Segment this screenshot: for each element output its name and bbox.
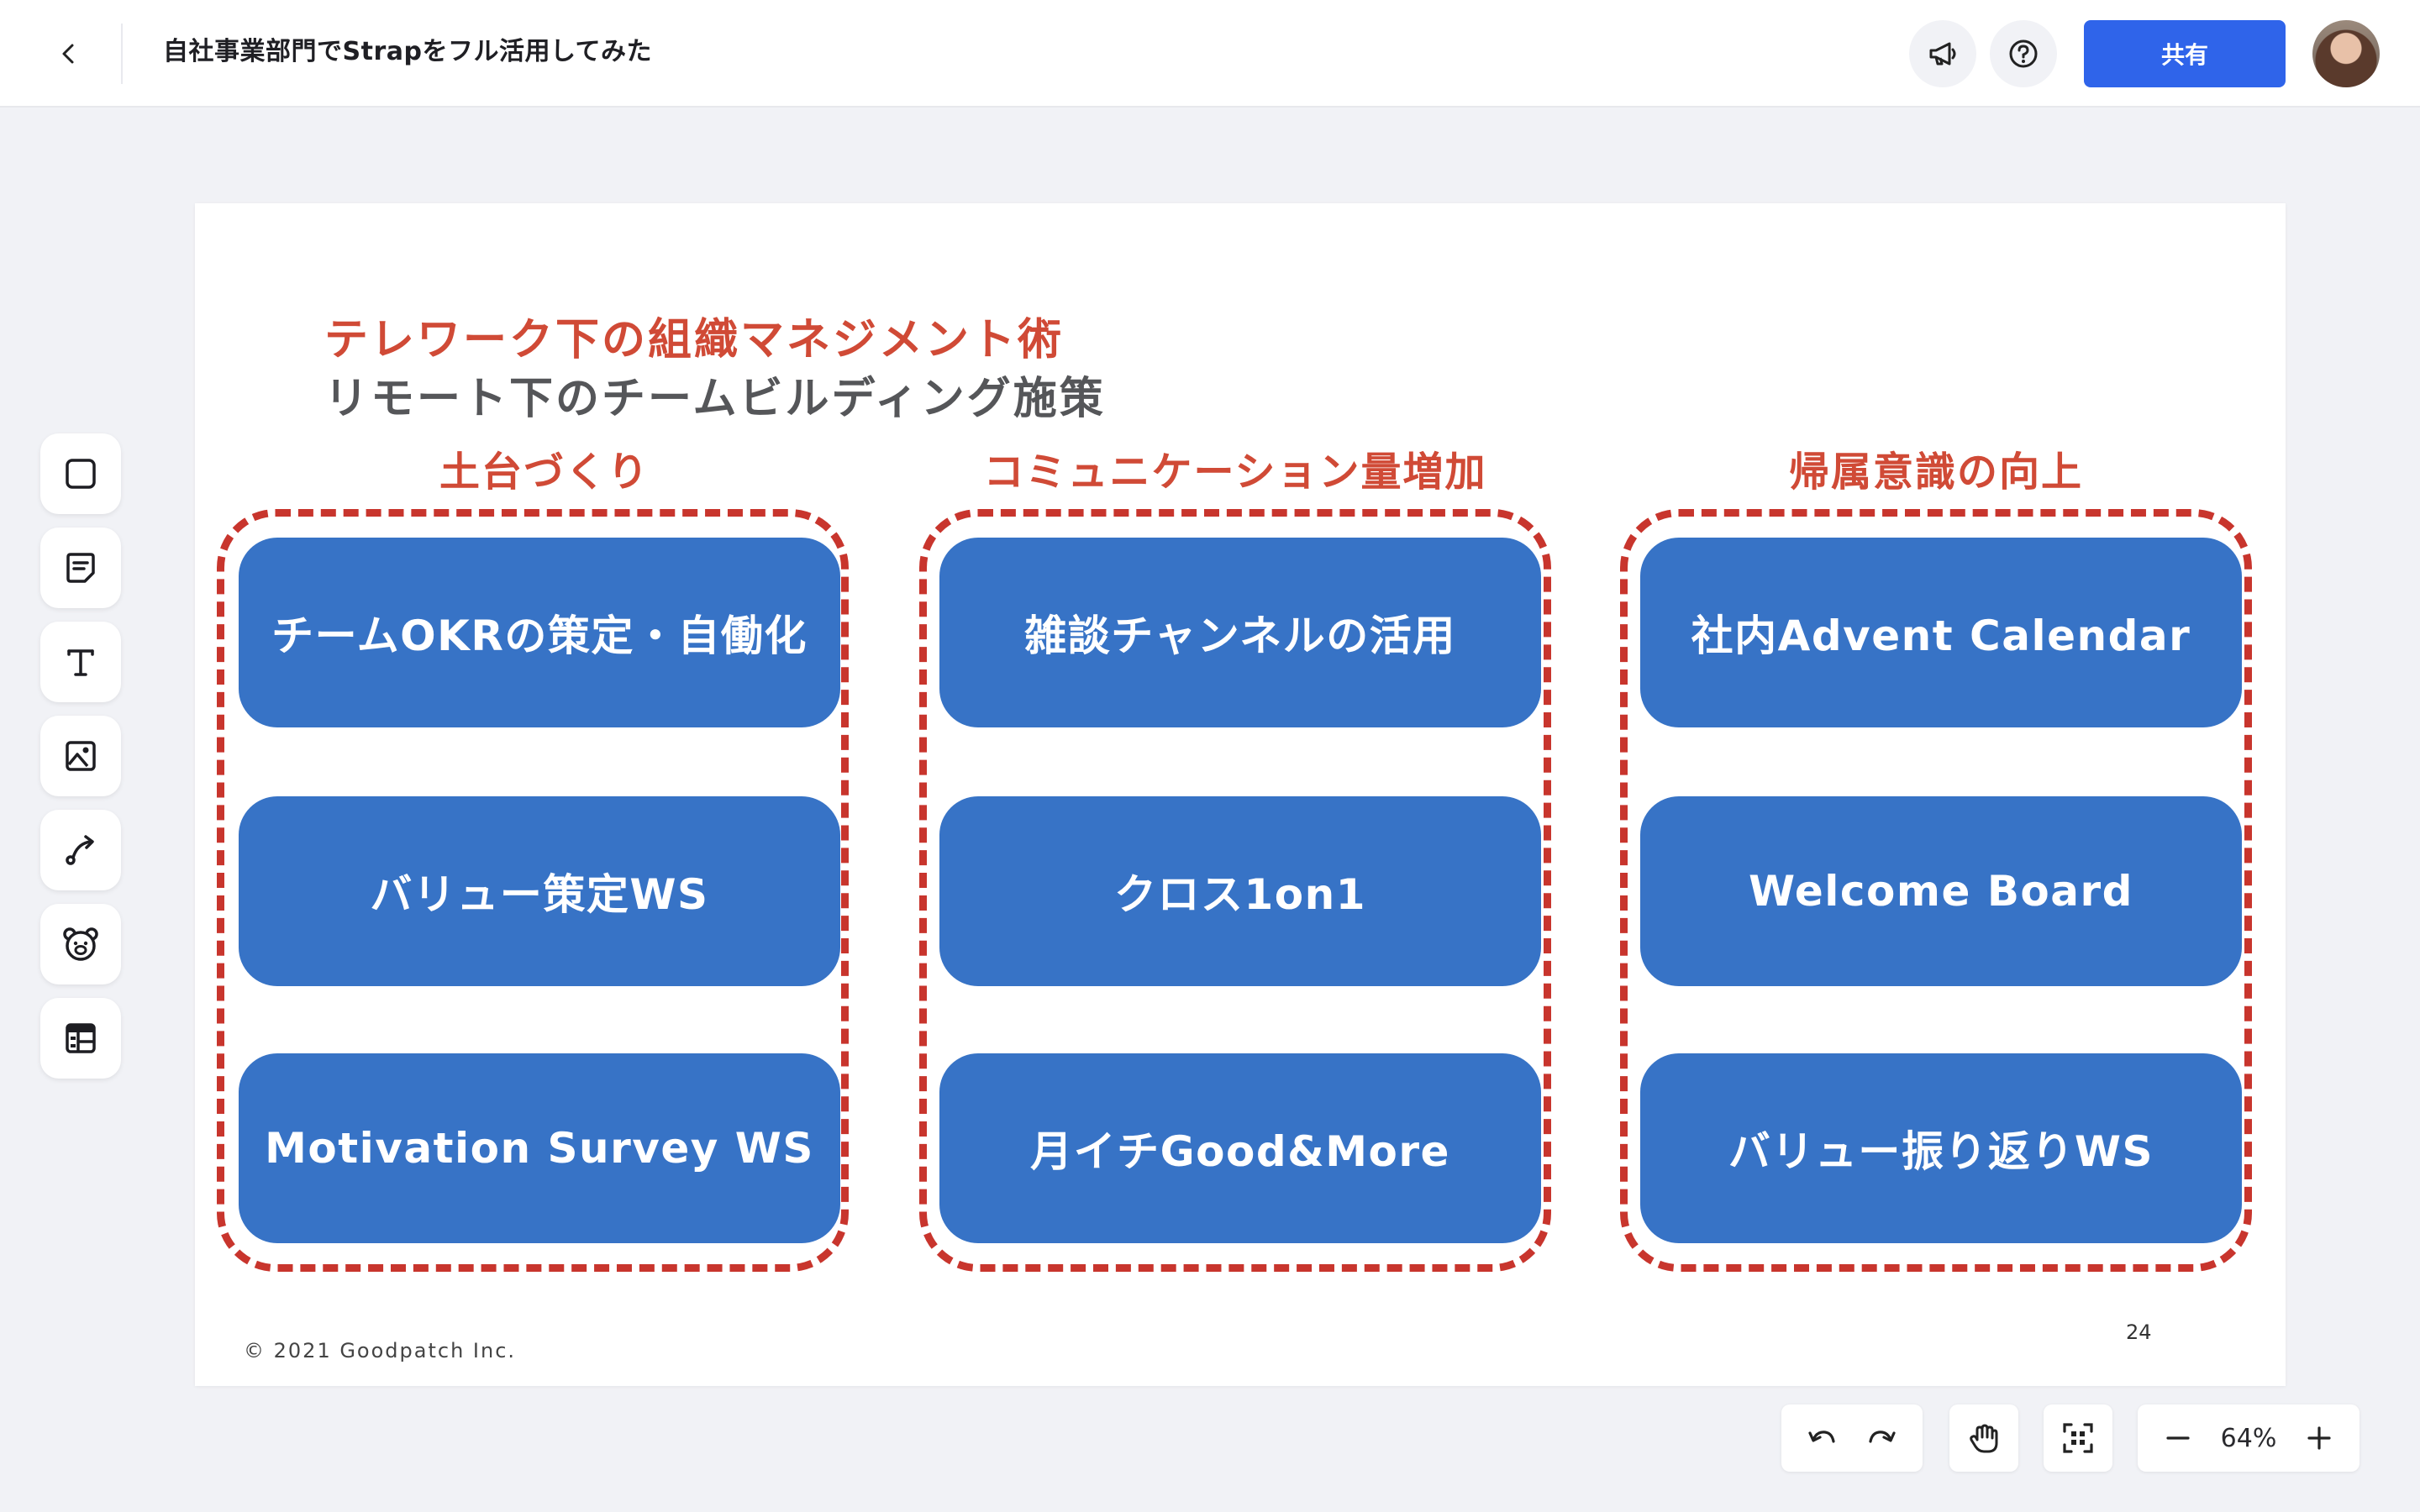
bear-icon	[63, 927, 98, 961]
redo-icon	[1869, 1431, 1896, 1443]
initiative-card[interactable]: Motivation Survey WS	[239, 1053, 840, 1243]
undo-button[interactable]	[1791, 1404, 1852, 1472]
document-title[interactable]: 自社事業部門でStrapをフル活用してみた	[163, 37, 653, 66]
hand-icon	[1970, 1424, 1998, 1453]
avatar[interactable]	[2312, 20, 2380, 87]
sticky-note-tool[interactable]	[40, 528, 121, 608]
pan-control	[1949, 1404, 2018, 1472]
dashed-group-frame	[1620, 509, 2252, 1272]
back-button[interactable]	[44, 29, 94, 79]
question-icon	[2009, 39, 2038, 68]
text-tool[interactable]	[40, 622, 121, 702]
fit-control	[2044, 1404, 2112, 1472]
template-tool[interactable]	[40, 998, 121, 1079]
zoom-level[interactable]: 64%	[2220, 1423, 2277, 1453]
connector-tool[interactable]	[40, 810, 121, 890]
slide-canvas[interactable]: テレワーク下の組織マネジメント術 リモート下のチームビルディング施策 土台づくり…	[195, 203, 2286, 1386]
left-toolbar	[40, 433, 121, 1092]
text-icon	[67, 649, 94, 676]
help-button[interactable]	[1990, 20, 2057, 87]
hand-tool-button[interactable]	[1949, 1404, 2018, 1472]
stamp-tool[interactable]	[40, 904, 121, 984]
image-tool[interactable]	[40, 716, 121, 796]
image-icon	[66, 741, 96, 771]
top-bar: 自社事業部門でStrapをフル活用してみた 共有	[0, 0, 2420, 108]
copyright-text: © 2021 Goodpatch Inc.	[244, 1339, 517, 1362]
initiative-card[interactable]: Welcome Board	[1640, 796, 2242, 986]
zoom-controls: 64%	[2138, 1404, 2360, 1472]
initiative-card[interactable]: バリュー振り返りWS	[1640, 1053, 2242, 1243]
share-button[interactable]: 共有	[2084, 20, 2286, 87]
initiative-card[interactable]: 雑談チャンネルの活用	[939, 538, 1541, 727]
sticky-note-icon	[66, 553, 95, 583]
fit-to-screen-button[interactable]	[2044, 1404, 2112, 1472]
megaphone-icon	[1929, 42, 1956, 66]
zoom-in-button[interactable]	[2289, 1404, 2349, 1472]
initiative-card[interactable]: クロス1on1	[939, 796, 1541, 986]
zoom-out-button[interactable]	[2148, 1404, 2208, 1472]
initiative-card[interactable]: バリュー策定WS	[239, 796, 840, 986]
template-icon	[66, 1023, 96, 1053]
undo-icon	[1808, 1431, 1835, 1443]
column-heading: 土台づくり	[439, 449, 650, 496]
plus-icon	[2307, 1426, 2331, 1450]
history-controls	[1781, 1404, 1923, 1472]
redo-button[interactable]	[1852, 1404, 1912, 1472]
fit-screen-icon	[2063, 1423, 2093, 1453]
header-divider	[121, 24, 123, 84]
dashed-group-frame	[217, 509, 849, 1272]
slide-title-secondary: リモート下のチームビルディング施策	[324, 374, 1106, 424]
initiative-card[interactable]: 月イチGood&More	[939, 1053, 1541, 1243]
initiative-card[interactable]: 社内Advent Calendar	[1640, 538, 2242, 727]
chevron-left-icon	[62, 44, 74, 64]
column-heading: 帰属意識の向上	[1788, 449, 2083, 496]
page-number: 24	[2126, 1320, 2152, 1344]
initiative-card[interactable]: チームOKRの策定・自働化	[239, 538, 840, 727]
slide-title-primary: テレワーク下の組織マネジメント術	[324, 315, 1065, 365]
announcements-button[interactable]	[1909, 20, 1976, 87]
column-heading: コミュニケーション量増加	[983, 449, 1487, 496]
shape-tool[interactable]	[40, 433, 121, 514]
shape-icon	[66, 459, 96, 489]
connector-icon	[66, 835, 94, 865]
minus-icon	[2166, 1436, 2190, 1440]
dashed-group-frame	[919, 509, 1551, 1272]
